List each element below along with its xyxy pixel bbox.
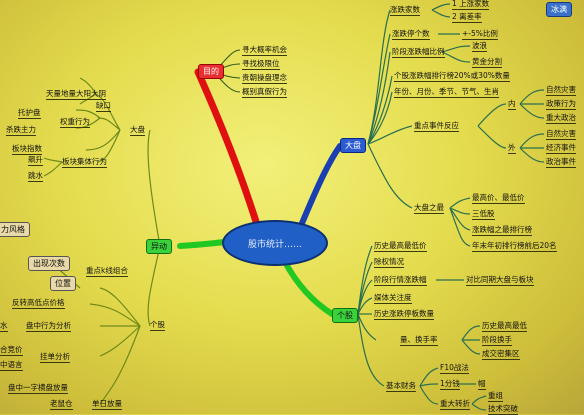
stock-leaf[interactable]: 技术突破 xyxy=(488,404,518,415)
market-subitem[interactable]: 内 xyxy=(508,99,516,110)
stock-subitem[interactable]: 阶段换手 xyxy=(482,335,512,346)
branch-anomaly[interactable]: 异动 xyxy=(146,239,172,254)
stock-item[interactable]: 基本财务 xyxy=(386,381,416,392)
purpose-item[interactable]: 寻大概率机会 xyxy=(242,45,287,56)
stock-subitem[interactable]: 历史最高最低 xyxy=(482,321,527,332)
stock-item[interactable]: 量、换手率 xyxy=(400,335,438,346)
anomaly-subitem[interactable]: 板块指数 xyxy=(12,144,42,155)
market-subitem[interactable]: 三低股 xyxy=(472,209,495,220)
market-subitem[interactable]: 最高价、最低价 xyxy=(472,193,525,204)
anomaly-subitem[interactable]: 权重行为 xyxy=(60,117,90,128)
branch-purpose[interactable]: 目的 xyxy=(198,64,224,79)
branch-stock[interactable]: 个股 xyxy=(332,308,358,323)
market-item[interactable]: 阶段涨跌幅比例 xyxy=(392,47,445,58)
anomaly-subitem[interactable]: 单日放量 xyxy=(92,399,122,410)
stock-item[interactable]: 媒体关注度 xyxy=(374,293,412,304)
stock-subitem[interactable]: 重大转折 xyxy=(440,399,470,410)
anomaly-subitem[interactable]: 老鼠仓 xyxy=(50,399,73,410)
anomaly-subitem[interactable]: 中语言 xyxy=(0,360,23,371)
anomaly-subitem[interactable]: 合竞价 xyxy=(0,345,23,356)
market-subitem[interactable]: 黄金分割 xyxy=(472,57,502,68)
stock-item[interactable]: 除权情况 xyxy=(374,257,404,268)
market-subitem[interactable]: 1 上涨家数 xyxy=(452,0,490,10)
market-leaf[interactable]: 重大政治 xyxy=(546,113,576,124)
anomaly-item[interactable]: 重点k线组合 xyxy=(86,266,128,277)
anomaly-leaf[interactable]: 托护盘 xyxy=(18,108,41,119)
stock-subitem[interactable]: 成交密集区 xyxy=(482,349,520,360)
anomaly-subitem[interactable]: 反转高低点价格 xyxy=(12,298,65,309)
stock-subitem[interactable]: F10战法 xyxy=(440,363,469,374)
market-item[interactable]: 涨跌家数 xyxy=(390,5,420,16)
anomaly-subitem[interactable]: 缺口 xyxy=(96,101,111,112)
anomaly-subitem[interactable]: 板块集体行为 xyxy=(62,157,107,168)
corner-node[interactable]: 冰满 xyxy=(546,2,572,17)
market-leaf[interactable]: 政治事件 xyxy=(546,157,576,168)
market-leaf[interactable]: 经济事件 xyxy=(546,143,576,154)
anomaly-node[interactable]: 出现次数 xyxy=(28,256,70,271)
anomaly-item[interactable]: 大盘 xyxy=(130,125,145,136)
purpose-item[interactable]: 贵朝操盘理念 xyxy=(242,73,287,84)
central-topic[interactable]: 股市统计…… xyxy=(222,220,328,266)
market-item[interactable]: 大盘之最 xyxy=(414,203,444,214)
market-leaf[interactable]: 自然灾害 xyxy=(546,129,576,140)
market-subitem[interactable]: 波浪 xyxy=(472,41,487,52)
anomaly-leaf[interactable]: 跳水 xyxy=(28,171,43,182)
anomaly-node[interactable]: 力风格 xyxy=(0,222,30,237)
stock-subitem[interactable]: 1分钱 xyxy=(440,379,460,390)
market-item[interactable]: 年份、月份、季节、节气、生肖 xyxy=(394,87,499,98)
anomaly-subitem[interactable]: 盘中一字横盘放量 xyxy=(8,383,68,394)
anomaly-item[interactable]: 个股 xyxy=(150,320,165,331)
stock-item[interactable]: 历史涨跌停板数量 xyxy=(374,309,434,320)
market-subitem[interactable]: 2 离差率 xyxy=(452,12,482,23)
anomaly-subitem[interactable]: 盘中行为分析 xyxy=(26,321,71,332)
market-item[interactable]: 涨跌停个数 xyxy=(392,29,430,40)
branch-market[interactable]: 大盘 xyxy=(340,138,366,153)
market-subitem[interactable]: +-5%比例 xyxy=(462,29,498,40)
anomaly-leaf[interactable]: 飙升 xyxy=(28,155,43,166)
stock-subitem[interactable]: 对比同期大盘与板块 xyxy=(466,275,534,286)
central-topic-label: 股市统计…… xyxy=(247,239,302,250)
market-item[interactable]: 重点事件反应 xyxy=(414,121,459,132)
stock-item[interactable]: 历史最高最低价 xyxy=(374,241,427,252)
market-subitem[interactable]: 年末年初排行榜前后20名 xyxy=(472,241,557,252)
purpose-item[interactable]: 寻找极限位 xyxy=(242,59,280,70)
purpose-item[interactable]: 概别真假行为 xyxy=(242,87,287,98)
stock-subitem[interactable]: 帽 xyxy=(478,379,486,390)
market-subitem[interactable]: 外 xyxy=(508,143,516,154)
stock-item[interactable]: 阶段行情涨跌幅 xyxy=(374,275,427,286)
market-subitem[interactable]: 涨跌幅之最排行榜 xyxy=(472,225,532,236)
stock-leaf[interactable]: 重组 xyxy=(488,391,503,402)
anomaly-subitem[interactable]: 水 xyxy=(0,321,8,332)
market-leaf[interactable]: 政策行为 xyxy=(546,99,576,110)
anomaly-leaf[interactable]: 杀跌主力 xyxy=(6,125,36,136)
anomaly-subitem[interactable]: 天量地量大阳大阴 xyxy=(46,89,106,100)
anomaly-subitem[interactable]: 挂单分析 xyxy=(40,352,70,363)
market-leaf[interactable]: 自然灾害 xyxy=(546,85,576,96)
market-item[interactable]: 个股涨跌幅排行榜20%或30%数量 xyxy=(394,71,510,82)
anomaly-node[interactable]: 位置 xyxy=(50,276,76,291)
